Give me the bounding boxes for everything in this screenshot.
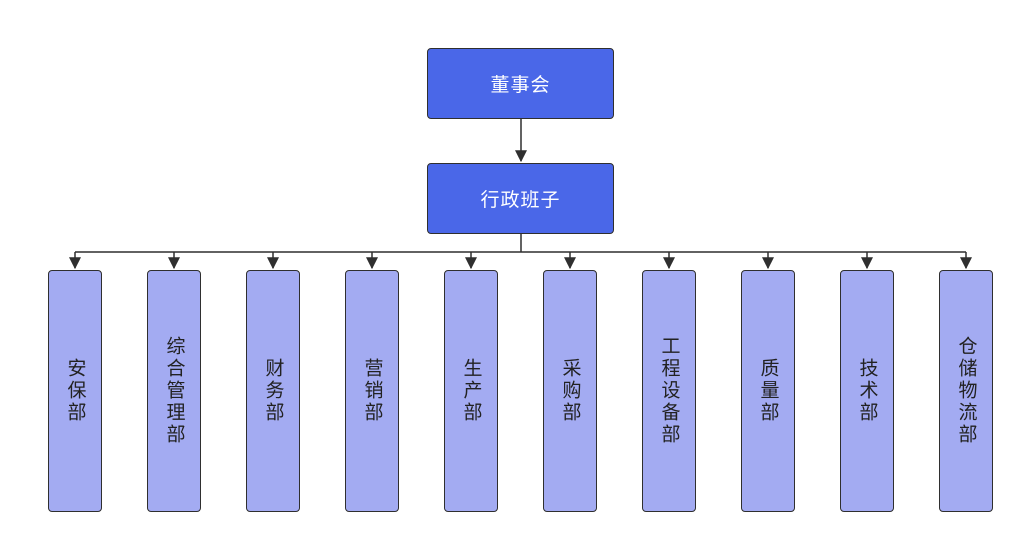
- department-node[interactable]: 采购部: [543, 270, 597, 512]
- department-node[interactable]: 营销部: [345, 270, 399, 512]
- department-label: 综合管理部: [163, 336, 186, 446]
- department-label: 生产部: [460, 358, 483, 424]
- department-node[interactable]: 安保部: [48, 270, 102, 512]
- department-label: 质量部: [757, 358, 780, 424]
- department-label: 技术部: [856, 358, 879, 424]
- board-of-directors-node[interactable]: 董事会: [427, 48, 614, 119]
- department-label: 工程设备部: [658, 336, 681, 446]
- department-label: 采购部: [559, 358, 582, 424]
- department-label: 安保部: [64, 358, 87, 424]
- department-node[interactable]: 质量部: [741, 270, 795, 512]
- department-node[interactable]: 综合管理部: [147, 270, 201, 512]
- department-label: 仓储物流部: [955, 336, 978, 446]
- admin-team-label: 行政班子: [480, 189, 561, 211]
- department-label: 财务部: [262, 358, 285, 424]
- department-node[interactable]: 生产部: [444, 270, 498, 512]
- board-of-directors-label: 董事会: [490, 74, 551, 96]
- department-node[interactable]: 技术部: [840, 270, 894, 512]
- department-node[interactable]: 财务部: [246, 270, 300, 512]
- admin-team-node[interactable]: 行政班子: [427, 163, 614, 234]
- department-label: 营销部: [361, 358, 384, 424]
- department-node[interactable]: 仓储物流部: [939, 270, 993, 512]
- department-node[interactable]: 工程设备部: [642, 270, 696, 512]
